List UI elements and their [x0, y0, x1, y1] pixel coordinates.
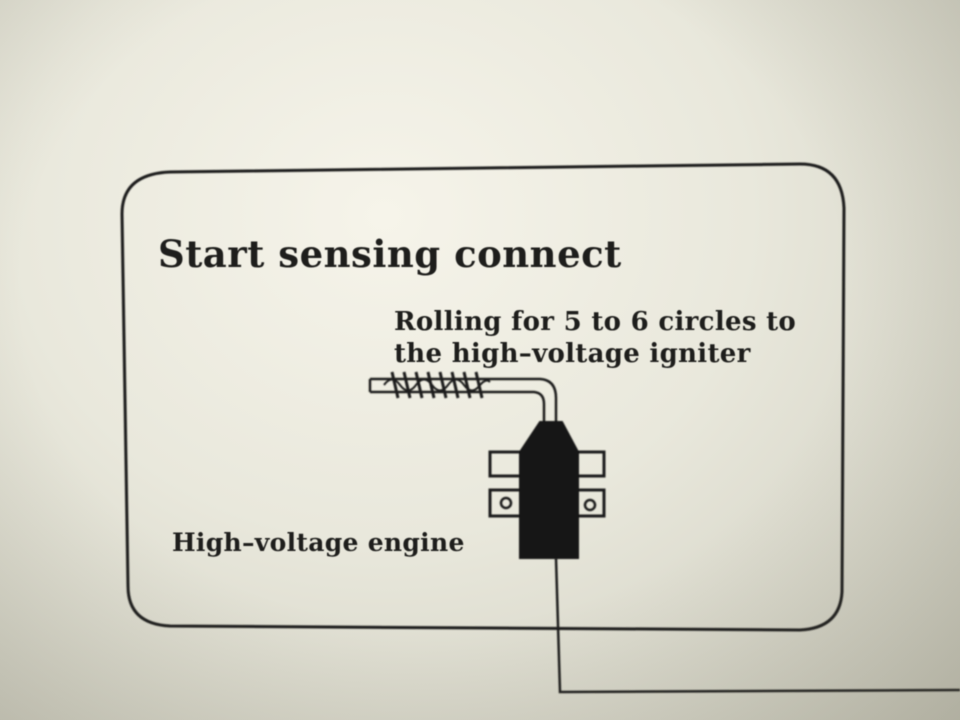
output-lead-wire: [554, 557, 960, 694]
coiled-wire-icon: [368, 371, 558, 430]
diagram-title: Start sensing connect: [158, 232, 622, 276]
coil-instruction: Rolling for 5 to 6 circles to the high–v…: [394, 306, 796, 370]
high-voltage-engine-icon: [488, 421, 606, 559]
coil-instruction-line-2: the high–voltage igniter: [394, 339, 751, 369]
coil-instruction-line-1: Rolling for 5 to 6 circles to: [394, 307, 797, 337]
engine-label: High–voltage engine: [172, 528, 465, 557]
instruction-box-border: [120, 162, 846, 632]
